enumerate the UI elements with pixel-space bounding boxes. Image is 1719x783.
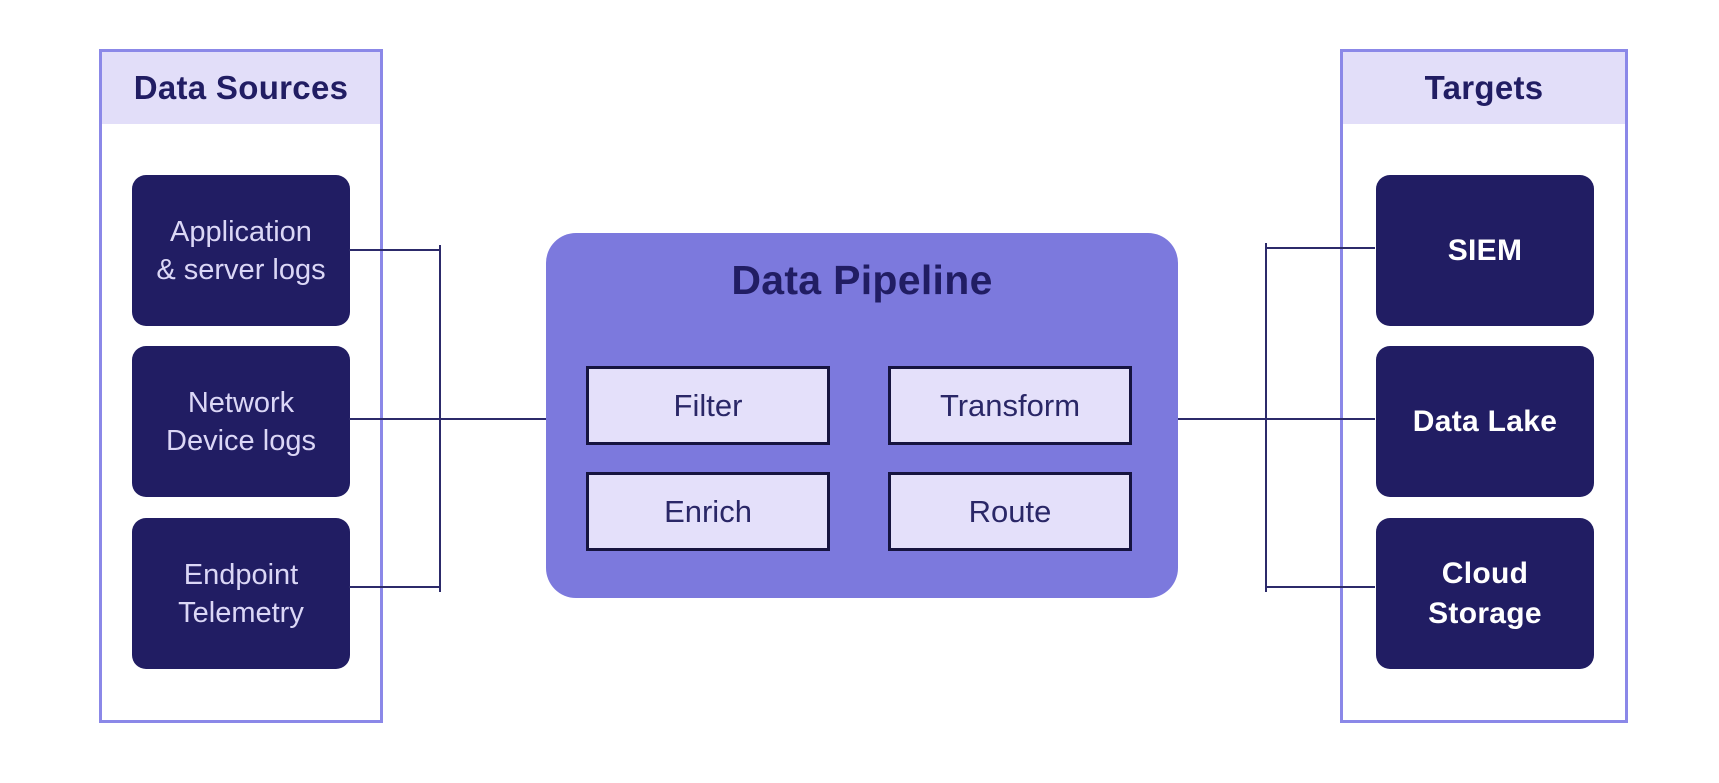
source-node-network-device-logs: Network Device logs bbox=[132, 346, 350, 497]
data-pipeline-box: Data Pipeline Filter Transform Enrich Ro… bbox=[546, 233, 1178, 598]
target-node-siem: SIEM bbox=[1376, 175, 1594, 326]
target-node-data-lake: Data Lake bbox=[1376, 346, 1594, 497]
targets-panel-title: Targets bbox=[1343, 52, 1625, 124]
pipeline-stage-enrich: Enrich bbox=[586, 472, 830, 551]
pipeline-stage-transform: Transform bbox=[888, 366, 1132, 445]
data-sources-panel-title: Data Sources bbox=[102, 52, 380, 124]
data-pipeline-title: Data Pipeline bbox=[731, 257, 993, 303]
pipeline-stage-route: Route bbox=[888, 472, 1132, 551]
pipeline-stage-filter: Filter bbox=[586, 366, 830, 445]
data-sources-panel: Data Sources Application & server logs N… bbox=[99, 49, 383, 723]
target-node-cloud-storage: Cloud Storage bbox=[1376, 518, 1594, 669]
source-node-endpoint-telemetry: Endpoint Telemetry bbox=[132, 518, 350, 669]
source-node-application-server-logs: Application & server logs bbox=[132, 175, 350, 326]
targets-panel: Targets SIEM Data Lake Cloud Storage bbox=[1340, 49, 1628, 723]
